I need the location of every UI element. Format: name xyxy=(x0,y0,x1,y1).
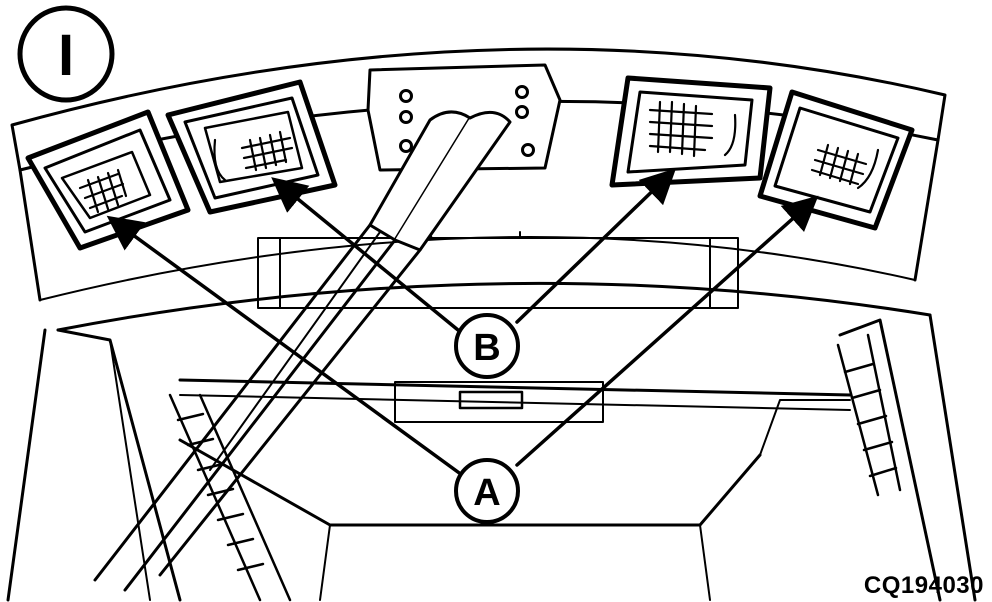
callout-b: B xyxy=(454,313,520,379)
panel-marker-label: I xyxy=(58,23,74,88)
leader-lines-b xyxy=(271,168,677,332)
callout-a-label: A xyxy=(473,472,500,514)
panel-marker: I xyxy=(17,5,115,103)
leader-lines-a xyxy=(106,195,819,477)
dome-light-outer-right xyxy=(757,89,915,231)
figure-id: CQ194030 xyxy=(863,572,984,599)
cab-interior xyxy=(6,231,977,602)
dome-light-outer-left xyxy=(25,109,191,251)
callout-b-label: B xyxy=(473,327,500,369)
callout-a: A xyxy=(454,458,520,524)
dome-light-inner-right xyxy=(609,75,773,188)
